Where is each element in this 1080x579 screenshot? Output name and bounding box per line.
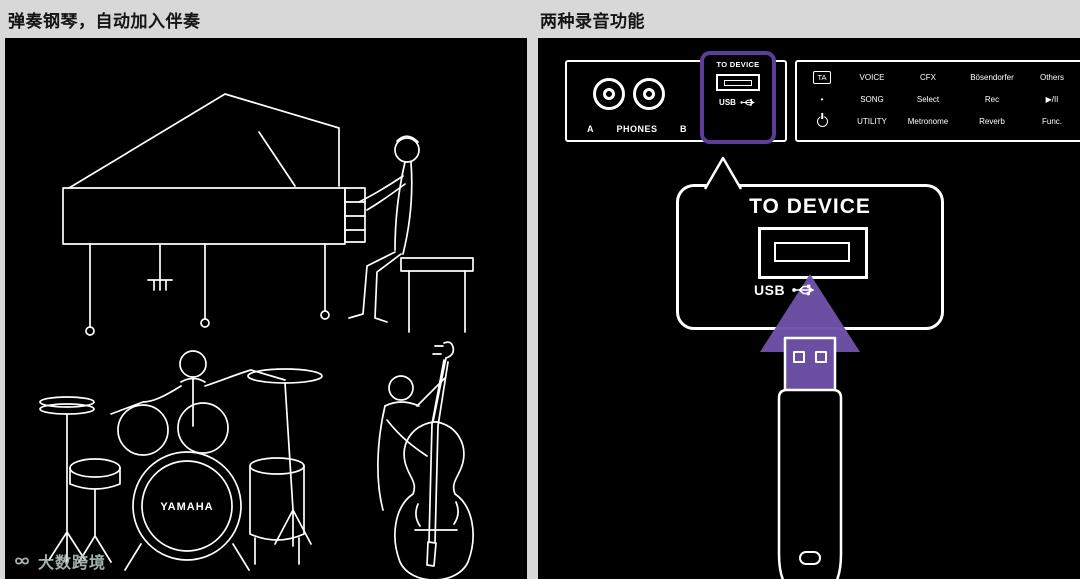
usb-port-tongue-large-icon	[774, 242, 850, 262]
usb-flash-drive-illustration	[777, 336, 843, 579]
usb-label-small: USB	[719, 98, 736, 107]
usb-text: USB	[754, 282, 786, 298]
watermark: 大数跨境	[12, 549, 106, 573]
usb-trident-icon	[792, 284, 815, 296]
right-section-title: 两种录音功能	[540, 12, 645, 31]
label-bosendorfer: Bösendorfer	[970, 72, 1014, 82]
label-voice: VOICE	[859, 72, 885, 82]
jack-hole-icon	[603, 88, 615, 100]
watermark-logo-icon	[15, 557, 29, 565]
label-utility: UTILITY	[857, 116, 887, 126]
jack-label-a: A	[587, 124, 594, 134]
phones-labels: A PHONES B	[587, 124, 687, 134]
pianist-illustration	[348, 135, 474, 333]
ta-badge: TA	[813, 70, 831, 84]
usb-port-tongue-icon	[724, 79, 752, 86]
usb-trident-icon	[740, 99, 755, 106]
right-diagram-panel: A PHONES B TO DEVICE USB	[538, 38, 1080, 579]
usb-label-on-arrow: USB	[754, 282, 818, 298]
label-reverb: Reverb	[979, 116, 1005, 126]
control-labels-grid: TA VOICE CFX Bösendorfer Others • SONG S…	[801, 66, 1080, 132]
left-illustration-panel: YAMAHA	[5, 38, 527, 579]
usb-port-large	[758, 227, 868, 279]
label-func: Func.	[1041, 116, 1062, 126]
drum-logo: YAMAHA	[160, 501, 213, 513]
grand-piano-illustration	[62, 93, 366, 336]
drummer-illustration: YAMAHA	[39, 350, 323, 571]
to-device-label-small: TO DEVICE	[716, 60, 760, 69]
bassist-illustration	[377, 341, 474, 579]
left-section-title: 弹奏钢琴，自动加入伴奏	[8, 12, 201, 31]
jack-hole-icon	[643, 88, 655, 100]
jack-label-phones: PHONES	[616, 124, 658, 134]
label-others: Others	[1039, 72, 1064, 82]
indicator-dot: •	[820, 94, 824, 104]
label-song: SONG	[860, 94, 884, 104]
label-cfx: CFX	[920, 72, 936, 82]
phones-jack-a	[593, 78, 625, 110]
usb-port-highlight-box: TO DEVICE USB	[700, 51, 776, 144]
power-icon	[816, 115, 828, 127]
phones-jack-b	[633, 78, 665, 110]
label-metronome: Metronome	[907, 116, 949, 126]
band-line-art: YAMAHA	[39, 93, 474, 579]
watermark-text: 大数跨境	[38, 555, 107, 572]
label-rec: Rec	[984, 94, 1000, 104]
usb-port-zoom-callout: TO DEVICE	[676, 184, 944, 330]
to-device-label-large: TO DEVICE	[749, 195, 871, 218]
control-panel-strip: TA VOICE CFX Bösendorfer Others • SONG S…	[795, 60, 1080, 142]
jack-label-b: B	[679, 124, 687, 134]
label-play-pause: ▶/II	[1045, 94, 1059, 104]
usb-port-small	[716, 74, 760, 91]
label-select: Select	[916, 94, 940, 104]
